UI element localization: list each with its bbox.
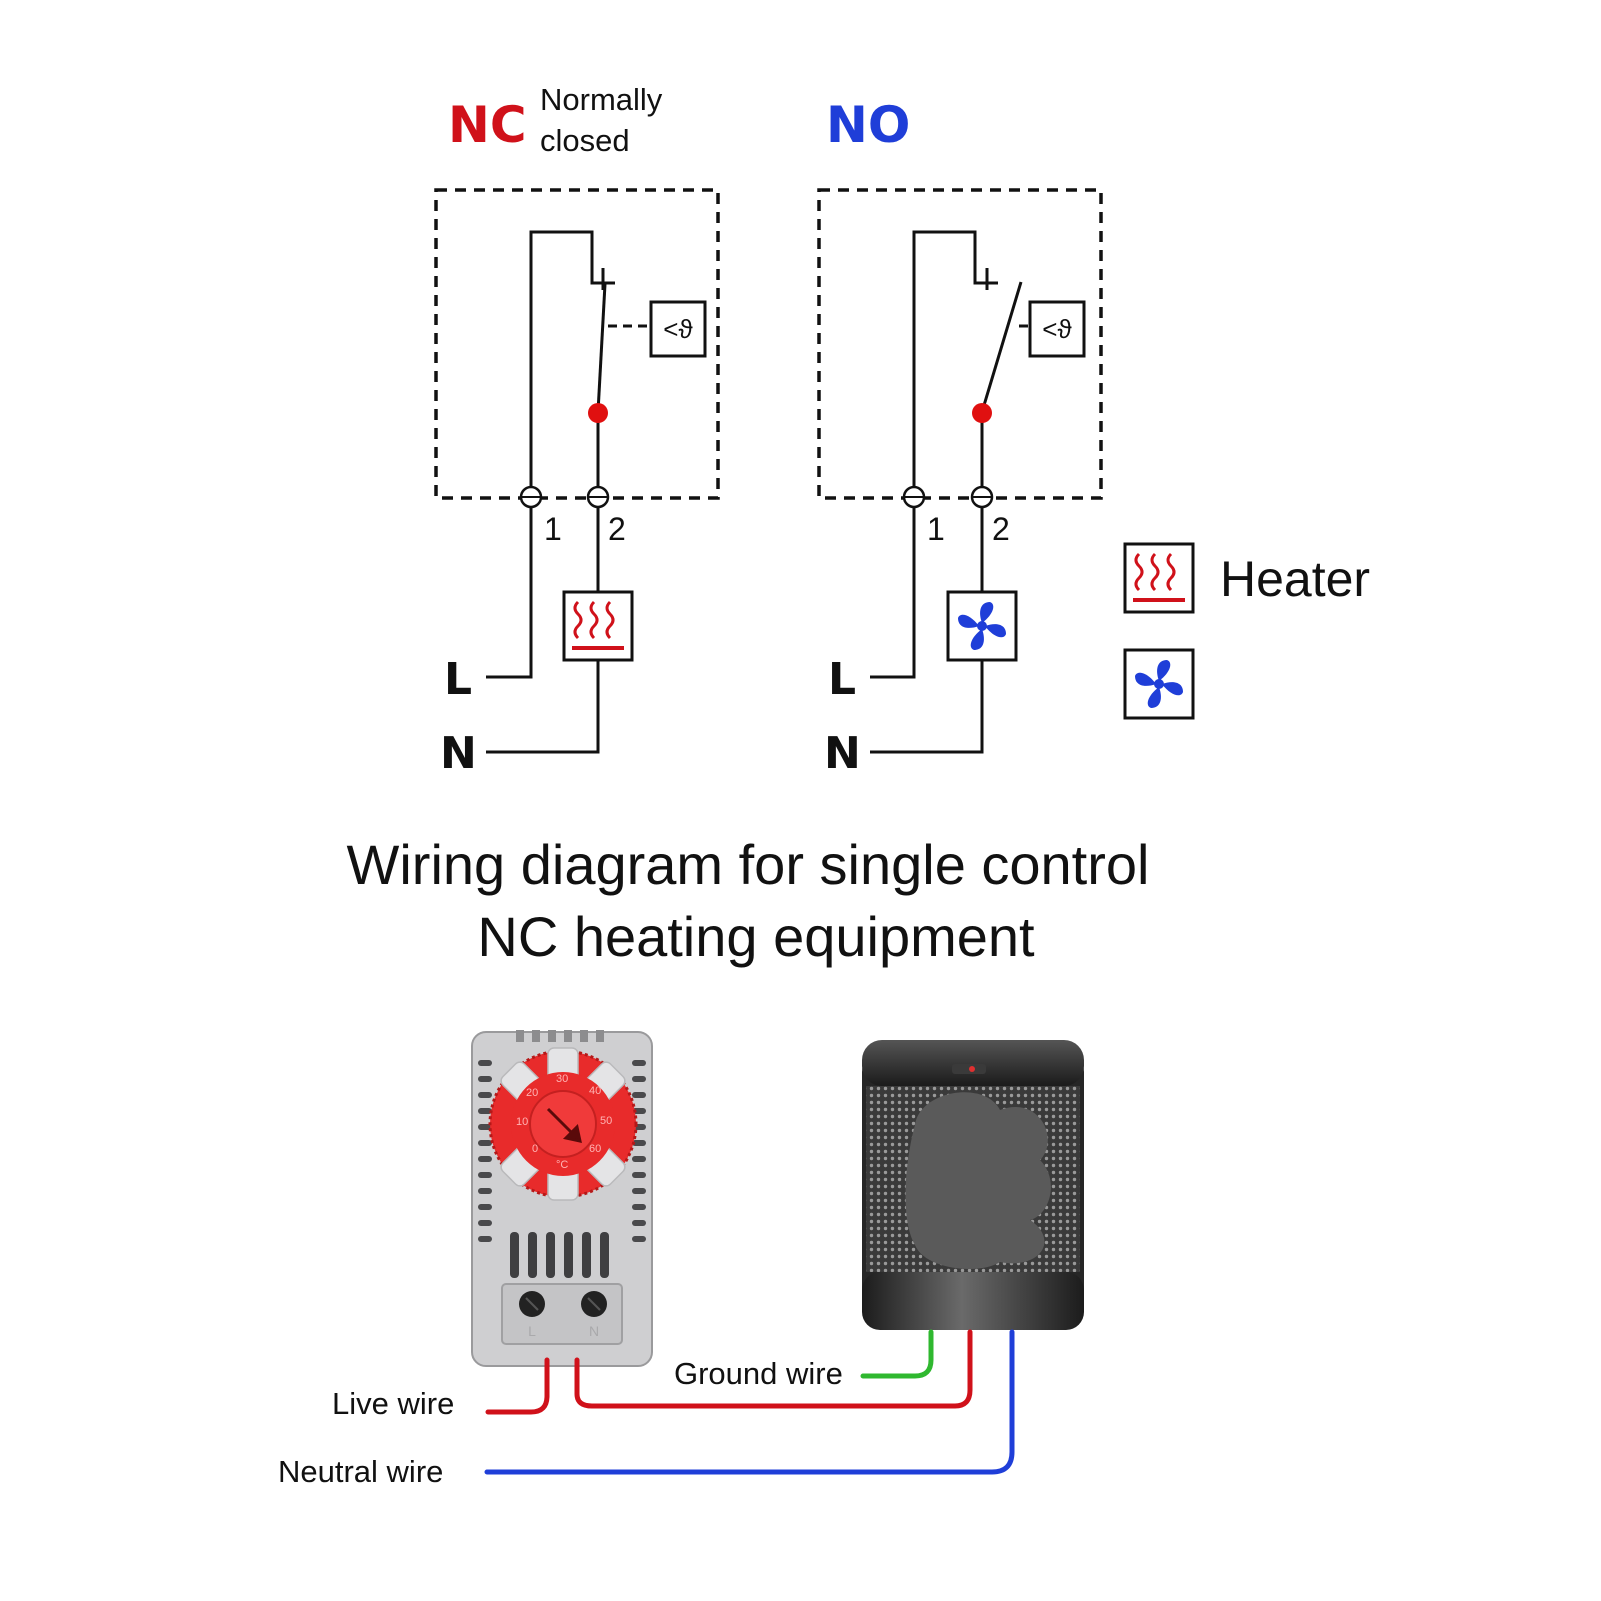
svg-text:°C: °C [556,1159,568,1171]
legend-heater-label: Heater [1220,551,1370,607]
ground-wire-line [860,1329,934,1379]
no-line-label: L [828,654,856,705]
neutral-wire-label: Neutral wire [278,1454,443,1489]
svg-text:50: 50 [600,1115,612,1127]
svg-text:20: 20 [526,1087,538,1099]
svg-text:<ϑ: <ϑ [1042,314,1072,344]
dial-scale: 0 10 20 30 40 50 60 °C [516,1073,612,1171]
heater-obscured-logo [905,1092,1051,1269]
nc-terminal-2-label: 2 [608,511,626,547]
no-title: NO [826,96,910,154]
nc-heater-icon [562,590,634,662]
heater-base [862,1272,1084,1330]
heater-power-indicator [969,1066,975,1072]
nc-neutral-label: N [440,728,477,779]
live-wire-line [485,1357,550,1415]
legend: Heater [1123,542,1370,720]
live-wire-label: Live wire [332,1386,454,1421]
nc-description-line1: Normally [540,82,663,117]
svg-text:60: 60 [589,1143,601,1155]
heater-top-cap [862,1040,1084,1086]
no-neutral-label: N [824,728,861,779]
svg-text:30: 30 [556,1073,568,1085]
caption-line2: NC heating equipment [477,905,1035,968]
caption-line1: Wiring diagram for single control [347,833,1150,896]
no-circuit-line [912,230,998,497]
thermostat-side-vents [478,1060,646,1242]
nc-schematic: NC Normally closed <ϑ 1 2 L N [434,82,720,779]
nc-switch-contact [596,283,607,413]
nc-title: NC [448,96,527,154]
no-terminal-2-label: 2 [992,511,1010,547]
nc-line-label: L [444,654,472,705]
no-fan-icon [946,590,1018,662]
heater-device [862,1040,1084,1330]
thermostat-front-vents [510,1232,609,1278]
legend-heater-icon [1123,542,1195,614]
svg-text:40: 40 [589,1085,601,1097]
terminal-label-right: N [589,1323,599,1339]
no-schematic: NO <ϑ 1 2 L N [817,96,1103,779]
temperature-dial[interactable]: 0 10 20 30 40 50 60 °C [488,1047,638,1201]
dial-pointer-icon [546,1107,582,1143]
nc-thermostat-boundary [434,188,720,500]
no-switch-contact [980,281,1023,413]
nc-switch-pivot [588,403,608,423]
nc-circuit-line [529,230,615,497]
terminal-label-left: L [528,1323,536,1339]
thermostat-terminal-block [501,1283,623,1345]
svg-text:<ϑ: <ϑ [663,314,693,344]
no-terminal-1-label: 1 [927,511,945,547]
phase-wire-to-heater [574,1329,973,1409]
nc-terminal-1-label: 1 [544,511,562,547]
ground-wire-label: Ground wire [674,1356,843,1391]
svg-text:0: 0 [532,1143,538,1155]
neutral-wire-line [484,1329,1015,1475]
thermostat-device: 0 10 20 30 40 50 60 °C L N [471,1030,653,1367]
nc-description-line2: closed [540,123,630,158]
nc-temperature-sensor: <ϑ [649,300,707,358]
no-temperature-sensor: <ϑ [1028,300,1086,358]
no-switch-pivot [972,403,992,423]
legend-fan-icon [1123,648,1195,720]
svg-text:10: 10 [516,1116,528,1128]
no-thermostat-boundary [817,188,1103,500]
